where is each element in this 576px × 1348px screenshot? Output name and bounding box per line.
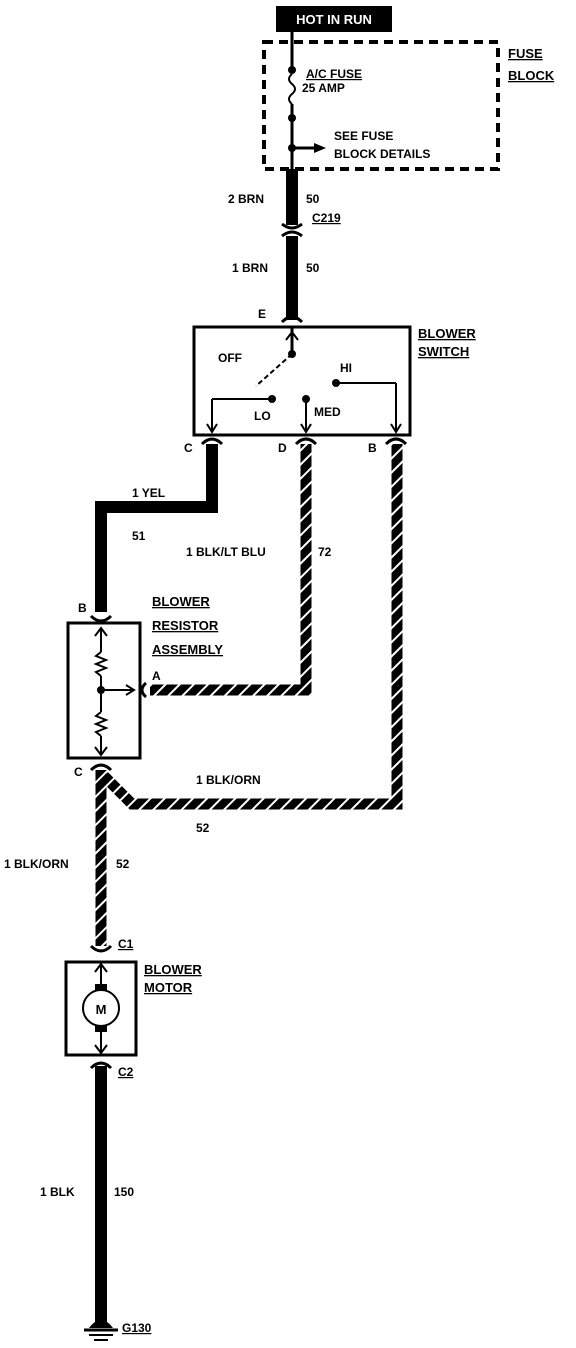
blower-resistor-assembly: B A C BLOWER RESISTOR ASSEMBLY — [66, 594, 223, 779]
svg-text:ASSEMBLY: ASSEMBLY — [152, 642, 223, 657]
svg-text:C: C — [184, 441, 193, 455]
svg-text:MOTOR: MOTOR — [144, 980, 193, 995]
svg-text:SEE FUSE: SEE FUSE — [334, 129, 393, 143]
ground-symbol: G130 — [84, 1320, 152, 1341]
svg-text:52: 52 — [116, 857, 130, 871]
motor-symbol: M — [96, 1002, 107, 1017]
fuse-block: A/C FUSE 25 AMP SEE FUSE BLOCK DETAILS F… — [262, 32, 555, 190]
svg-text:150: 150 — [114, 1185, 134, 1199]
blower-switch: E OFF HI LO MED BLOWER SWITCH C D B — [184, 307, 476, 455]
svg-text:E: E — [258, 307, 266, 321]
svg-text:SWITCH: SWITCH — [418, 344, 469, 359]
svg-text:HOT IN RUN: HOT IN RUN — [296, 12, 372, 27]
svg-text:D: D — [278, 441, 287, 455]
wire-brn: 2 BRN 50 C219 1 BRN 50 — [228, 169, 341, 324]
svg-text:HI: HI — [340, 361, 352, 375]
svg-text:MED: MED — [314, 405, 341, 419]
svg-text:52: 52 — [196, 821, 210, 835]
svg-text:1 BLK: 1 BLK — [40, 1185, 75, 1199]
wire-ground: C2 1 BLK 150 — [40, 1061, 134, 1322]
blower-motor: M BLOWER MOTOR — [64, 960, 202, 1057]
svg-text:C: C — [74, 765, 83, 779]
svg-text:BLOCK DETAILS: BLOCK DETAILS — [334, 147, 430, 161]
svg-text:72: 72 — [318, 545, 332, 559]
fuse-block-title: FUSE — [508, 46, 543, 61]
svg-text:LO: LO — [254, 409, 271, 423]
svg-text:BLOCK: BLOCK — [508, 68, 555, 83]
blower-switch-title: BLOWER — [418, 326, 476, 341]
fuse-rating: 25 AMP — [302, 81, 345, 95]
wire-yel: 1 YEL 51 — [95, 444, 218, 612]
svg-text:50: 50 — [306, 192, 320, 206]
svg-text:1 BLK/ORN: 1 BLK/ORN — [196, 773, 261, 787]
wire-blk-orn-motor: 1 BLK/ORN 52 C1 — [4, 770, 134, 953]
resistor-title: BLOWER — [152, 594, 210, 609]
svg-text:OFF: OFF — [218, 351, 242, 365]
svg-text:50: 50 — [306, 261, 320, 275]
wire-blk-orn-switch: 1 BLK/ORN 52 — [100, 444, 403, 835]
connector-c1: C1 — [118, 937, 134, 951]
svg-text:1 BRN: 1 BRN — [232, 261, 268, 275]
connector-c2: C2 — [118, 1065, 134, 1079]
wire-blk-ltblu: 1 BLK/LT BLU 72 — [150, 444, 332, 696]
svg-text:1 BLK/ORN: 1 BLK/ORN — [4, 857, 69, 871]
svg-text:B: B — [78, 601, 87, 615]
connector-c219: C219 — [312, 211, 341, 225]
svg-text:51: 51 — [132, 529, 146, 543]
svg-text:RESISTOR: RESISTOR — [152, 618, 219, 633]
fuse-name: A/C FUSE — [306, 67, 362, 81]
motor-title: BLOWER — [144, 962, 202, 977]
ground-label: G130 — [122, 1321, 152, 1335]
hot-in-run-label: HOT IN RUN — [276, 6, 392, 32]
svg-text:1 BLK/LT BLU: 1 BLK/LT BLU — [186, 545, 266, 559]
svg-text:B: B — [368, 441, 377, 455]
svg-text:A: A — [152, 669, 161, 683]
svg-text:2 BRN: 2 BRN — [228, 192, 264, 206]
svg-text:1 YEL: 1 YEL — [132, 486, 165, 500]
